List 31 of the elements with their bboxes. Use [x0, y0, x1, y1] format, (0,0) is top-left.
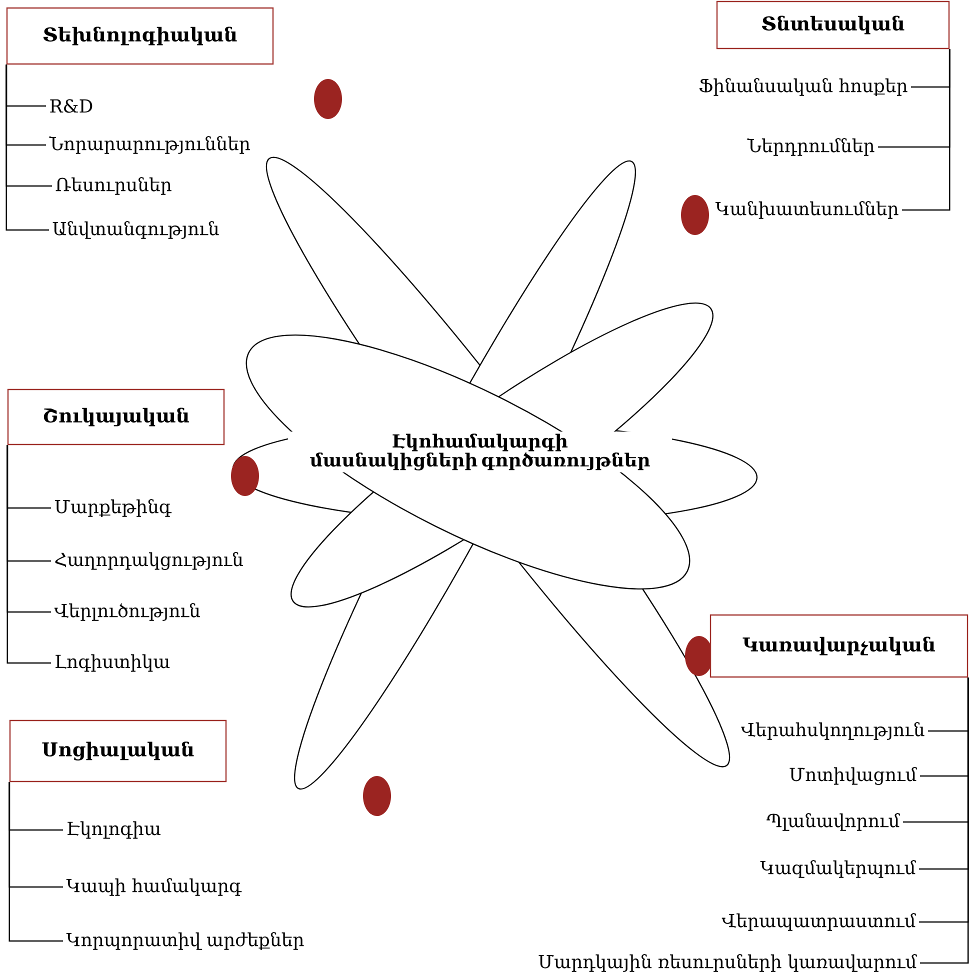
item-text: Լոգիստիկա [56, 654, 170, 672]
item-text: Կորպորատիվ արժեքներ [66, 932, 304, 950]
connector-line [6, 445, 51, 664]
category-box: Շուկայական [7, 388, 225, 446]
item-text: Ֆինանսական հոսքեր [699, 78, 908, 96]
item-text: Վերահսկողություն [741, 722, 924, 740]
item-text: Հաղորդակցություն [55, 552, 243, 570]
item-text: Վերլուծություն [54, 603, 200, 621]
item-text: Անվտանգություն [52, 221, 219, 239]
item-text: Ներդրումներ [746, 138, 874, 156]
item-text: Կապի համակարգ [66, 878, 242, 896]
item-text: Կանխատեսումներ [715, 201, 898, 219]
item-text: Ռեսուրսներ [56, 177, 172, 195]
category-box: Տեխնոլոգիական [6, 7, 274, 65]
category-box: Սոցիալական [9, 720, 227, 782]
item-text: Մարդկային ռեսուրսների կառավարում [538, 954, 917, 972]
item-text: Նորարարություններ [48, 136, 250, 154]
connector-line [920, 678, 969, 964]
item-text: Պլանավորում [766, 813, 900, 831]
item-text: R&D [50, 99, 92, 113]
item-text: Էկոլոգիա [68, 821, 160, 839]
item-text: Մոտիվացում [790, 767, 917, 785]
center-title: Էկոհամակարգի մասնակիցների գործառույթներ [288, 432, 672, 472]
item-text: Կազմակերպում [760, 860, 916, 878]
connector-line [902, 49, 950, 211]
category-box: Տնտեսական [716, 0, 950, 50]
connector-line [6, 64, 49, 231]
connector-line [8, 782, 63, 942]
category-box: Կառավարչական [710, 614, 968, 678]
item-text: Վերապատրաստում [722, 913, 916, 931]
item-text: Մարքեթինգ [55, 499, 172, 517]
